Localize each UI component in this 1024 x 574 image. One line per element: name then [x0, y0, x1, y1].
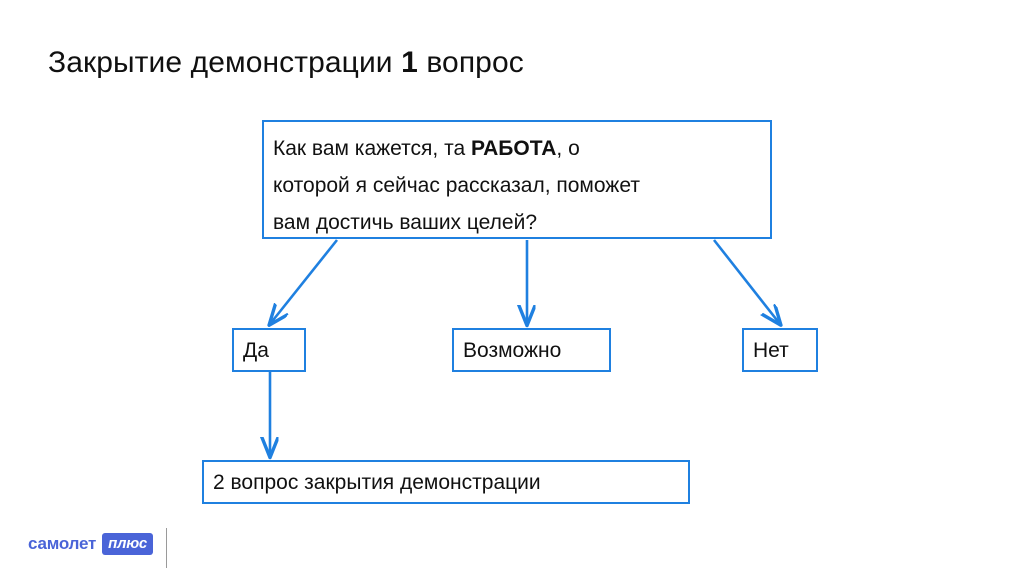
page-title-suffix: вопрос	[417, 46, 524, 79]
question-line-1: Как вам кажется, та РАБОТА, о	[273, 130, 770, 167]
next-step-box[interactable]: 2 вопрос закрытия демонстрации	[202, 460, 690, 504]
question-box[interactable]: Как вам кажется, та РАБОТА, о которой я …	[262, 120, 772, 239]
question-text: Как вам кажется, та РАБОТА, о которой я …	[273, 130, 770, 241]
answer-label-yes: Да	[243, 338, 269, 362]
answer-label-maybe: Возможно	[463, 338, 562, 362]
brand-logo: самолет плюс	[28, 531, 153, 557]
page-title-prefix: Закрытие демонстрации	[48, 46, 402, 79]
answer-box-yes[interactable]: Да	[232, 328, 306, 372]
connector-question-to-no	[712, 239, 780, 324]
brand-logo-word: самолет	[28, 534, 97, 553]
brand-logo-badge: плюс	[102, 533, 153, 555]
question-line-3: вам достичь ваших целей?	[273, 211, 537, 234]
page-title: Закрытие демонстрации 1 вопрос	[48, 44, 948, 82]
page-title-emphasis: 1	[401, 46, 418, 79]
footer-divider	[166, 528, 167, 568]
question-line-1-after: , о	[556, 137, 580, 160]
answer-box-no[interactable]: Нет	[742, 328, 818, 372]
question-line-2: которой я сейчас рассказал, поможет	[273, 174, 640, 197]
answer-label-no: Нет	[753, 338, 789, 362]
question-line-1-emphasis: РАБОТА	[470, 137, 557, 160]
next-step-label: 2 вопрос закрытия демонстрации	[213, 470, 541, 494]
question-line-1-before: Как вам кажется, та	[273, 137, 471, 160]
answer-box-maybe[interactable]: Возможно	[452, 328, 611, 372]
connector-question-to-yes	[270, 239, 339, 324]
